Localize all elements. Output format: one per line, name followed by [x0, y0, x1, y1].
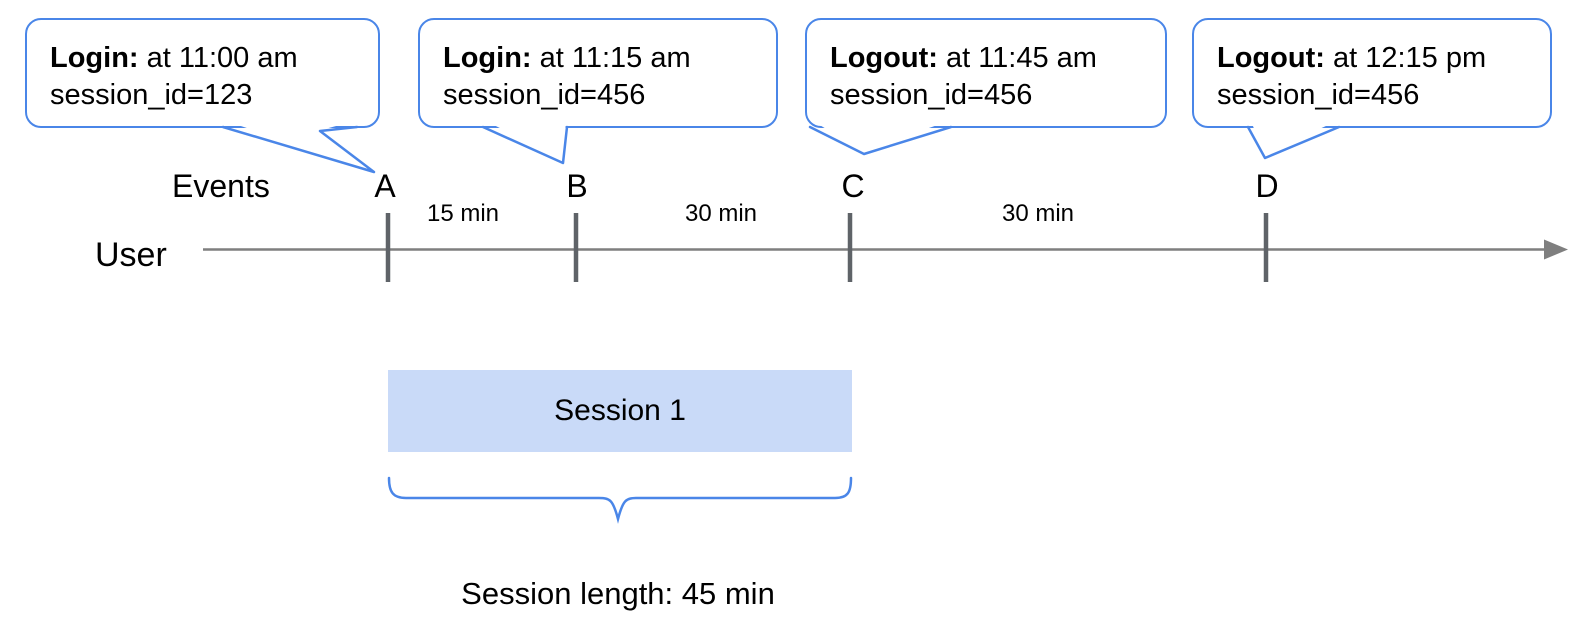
- callout-login-a: Login: at 11:00 am session_id=123: [25, 18, 380, 128]
- event-type-label: Logout:: [830, 42, 938, 74]
- marker-label-d: D: [1255, 168, 1279, 204]
- marker-label-b: B: [566, 168, 588, 204]
- event-type-label: Login:: [50, 42, 139, 74]
- event-time-label: at 11:45 am: [937, 42, 1097, 74]
- event-type-label: Login:: [443, 42, 532, 74]
- interval-label-cd: 30 min: [1001, 200, 1075, 227]
- callout-event-line: Login: at 11:00 am: [50, 40, 378, 77]
- events-label: Events: [172, 168, 270, 204]
- session-length-label: Session length: 45 min: [461, 576, 775, 611]
- interval-label-ab: 15 min: [426, 200, 500, 227]
- session-id-label: session_id=456: [443, 79, 646, 111]
- callout-event-line: Logout: at 11:45 am: [830, 40, 1165, 77]
- callout-logout-d: Logout: at 12:15 pm session_id=456: [1192, 18, 1552, 128]
- event-time-label: at 12:15 pm: [1324, 42, 1487, 74]
- callout-tail-a: [221, 121, 376, 174]
- session-id-label: session_id=456: [1217, 79, 1420, 111]
- event-type-label: Logout:: [1217, 42, 1325, 74]
- callout-event-line: Logout: at 12:15 pm: [1217, 40, 1550, 77]
- session-id-label: session_id=456: [830, 79, 1033, 111]
- session-id-label: session_id=123: [50, 79, 253, 111]
- callout-login-b: Login: at 11:15 am session_id=456: [418, 18, 778, 128]
- user-axis-label: User: [95, 236, 167, 274]
- event-time-label: at 11:15 am: [531, 42, 691, 74]
- marker-label-c: C: [841, 168, 865, 204]
- timeline-axis: [203, 239, 1568, 260]
- session-label: Session 1: [554, 394, 686, 427]
- interval-label-bc: 30 min: [684, 200, 758, 227]
- marker-label-a: A: [374, 168, 396, 204]
- session-box: Session 1: [388, 370, 852, 452]
- callout-logout-c: Logout: at 11:45 am session_id=456: [805, 18, 1167, 128]
- callout-event-line: Login: at 11:15 am: [443, 40, 776, 77]
- event-time-label: at 11:00 am: [138, 42, 298, 74]
- timeline-arrow-icon: [1544, 239, 1568, 260]
- session-brace: [387, 476, 853, 524]
